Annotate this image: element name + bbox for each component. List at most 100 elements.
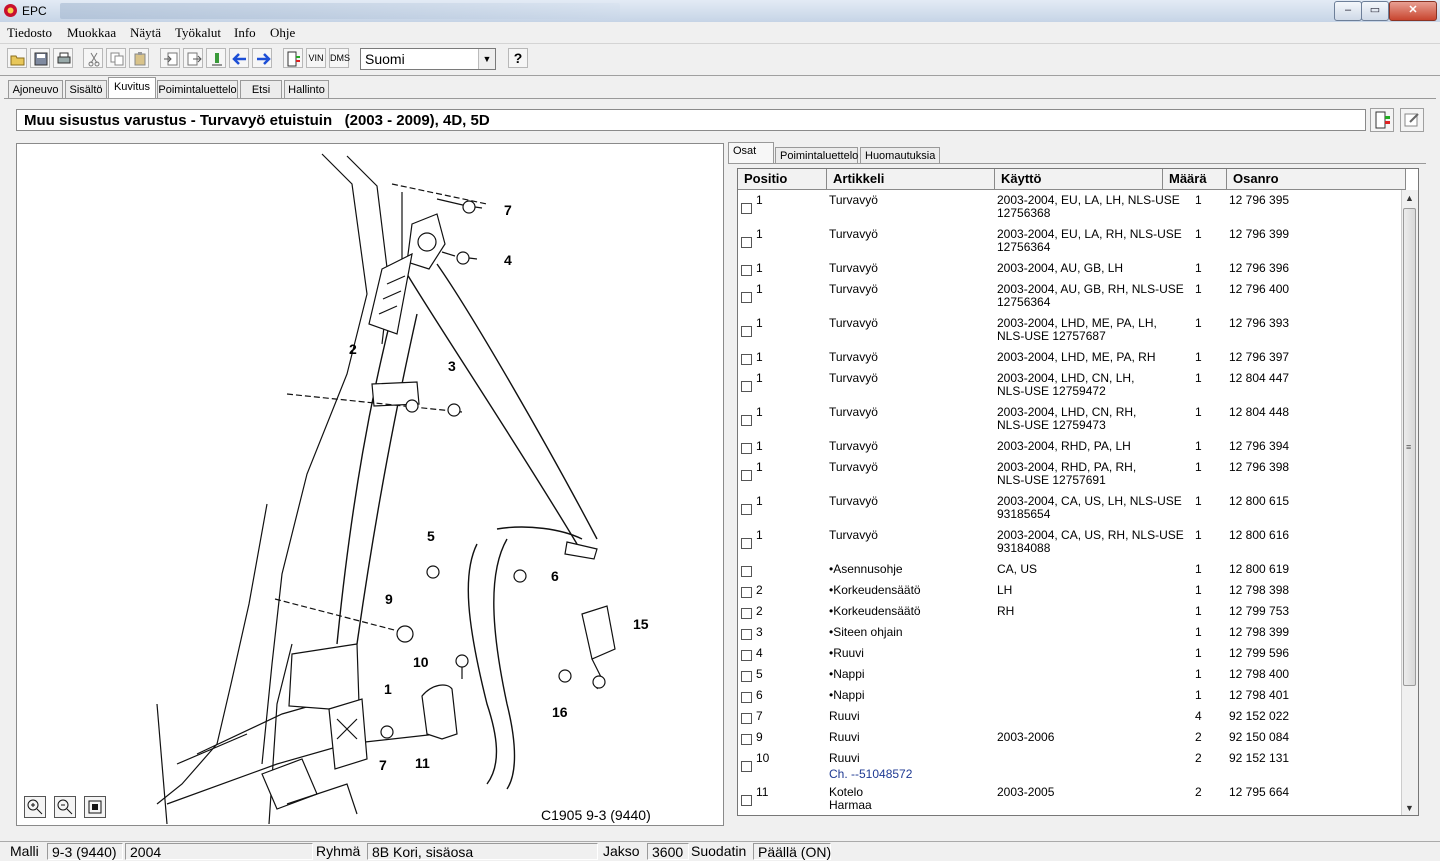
callout-label[interactable]: 11 xyxy=(415,755,430,771)
tab-parts[interactable]: Osat xyxy=(728,142,774,164)
tab-parts-picklist[interactable]: Poimintaluettelo xyxy=(775,147,858,164)
callout-label[interactable]: 5 xyxy=(427,528,435,544)
picklist-add-button[interactable] xyxy=(283,48,303,68)
row-checkbox[interactable] xyxy=(741,326,752,337)
scroll-down-icon[interactable]: ▼ xyxy=(1405,803,1414,813)
zoom-in-button[interactable] xyxy=(24,796,46,818)
menu-info[interactable]: Info xyxy=(234,25,256,40)
row-checkbox[interactable] xyxy=(741,761,752,772)
copy-button[interactable] xyxy=(106,48,126,68)
row-checkbox[interactable] xyxy=(741,795,752,806)
tab-contents[interactable]: Sisältö xyxy=(65,80,107,98)
col-quantity[interactable]: Määrä xyxy=(1163,169,1227,189)
row-checkbox[interactable] xyxy=(741,504,752,515)
row-checkbox[interactable] xyxy=(741,538,752,549)
row-checkbox[interactable] xyxy=(741,354,752,365)
fit-to-window-button[interactable] xyxy=(84,796,106,818)
row-checkbox[interactable] xyxy=(741,587,752,598)
import-button[interactable] xyxy=(160,48,180,68)
row-checkbox[interactable] xyxy=(741,203,752,214)
illustration-panel[interactable]: 7 4 2 3 5 6 9 15 10 1 16 7 11 C1905 9-3 … xyxy=(16,143,724,826)
callout-label[interactable]: 9 xyxy=(385,591,393,607)
zoom-out-button[interactable] xyxy=(54,796,76,818)
chevron-down-icon[interactable]: ▼ xyxy=(478,49,495,69)
callout-label[interactable]: 16 xyxy=(552,704,568,720)
maximize-button[interactable]: ▭ xyxy=(1361,1,1389,21)
row-checkbox[interactable] xyxy=(741,608,752,619)
row-checkbox[interactable] xyxy=(741,415,752,426)
back-button[interactable] xyxy=(229,48,249,68)
tab-search[interactable]: Etsi xyxy=(240,80,282,98)
col-part-number[interactable]: Osanro xyxy=(1227,169,1406,189)
col-position[interactable]: Positio xyxy=(738,169,827,189)
row-checkbox[interactable] xyxy=(741,566,752,577)
col-article[interactable]: Artikkeli xyxy=(827,169,995,189)
close-button[interactable]: ✕ xyxy=(1389,1,1437,21)
tab-notes[interactable]: Huomautuksia xyxy=(860,147,940,164)
col-usage[interactable]: Käyttö xyxy=(995,169,1163,189)
scrollbar-thumb[interactable] xyxy=(1403,208,1416,686)
callout-label[interactable]: 6 xyxy=(551,568,559,584)
row-checkbox[interactable] xyxy=(741,292,752,303)
dms-button[interactable]: DMS xyxy=(329,48,350,68)
open-button[interactable] xyxy=(7,48,27,68)
row-checkbox[interactable] xyxy=(741,470,752,481)
callout-label[interactable]: 7 xyxy=(504,202,512,218)
language-select[interactable]: Suomi ▼ xyxy=(360,48,496,70)
tab-illustration[interactable]: Kuvitus xyxy=(108,77,156,99)
forward-button[interactable] xyxy=(252,48,272,68)
callout-label[interactable]: 1 xyxy=(384,681,392,697)
menu-tools[interactable]: Työkalut xyxy=(175,25,222,40)
row-checkbox[interactable] xyxy=(741,629,752,640)
add-to-picklist-button[interactable] xyxy=(1370,108,1394,132)
notes-button[interactable] xyxy=(1400,108,1424,132)
print-button[interactable] xyxy=(53,48,73,68)
row-checkbox[interactable] xyxy=(741,237,752,248)
save-button[interactable] xyxy=(30,48,50,68)
row-checkbox[interactable] xyxy=(741,443,752,454)
help-button[interactable]: ? xyxy=(508,48,528,68)
tab-admin[interactable]: Hallinto xyxy=(284,80,329,98)
callout-label[interactable]: 2 xyxy=(349,341,357,357)
menu-file[interactable]: Tiedosto xyxy=(7,25,53,40)
row-article-note[interactable]: Ch. --51048572 xyxy=(829,767,913,781)
row-checkbox[interactable] xyxy=(741,692,752,703)
vin-button[interactable]: VIN xyxy=(306,48,326,68)
menu-view[interactable]: Näytä xyxy=(130,25,162,40)
callout-label[interactable]: 10 xyxy=(413,654,429,670)
scroll-up-icon[interactable]: ▲ xyxy=(1405,193,1414,203)
paste-button[interactable] xyxy=(129,48,149,68)
callout-label[interactable]: 7 xyxy=(379,757,387,773)
row-checkbox[interactable] xyxy=(741,713,752,724)
vertical-scrollbar[interactable]: ▲ ≡ ▼ xyxy=(1401,190,1418,815)
tab-vehicle[interactable]: Ajoneuvo xyxy=(8,80,63,98)
callout-label[interactable]: 4 xyxy=(504,252,512,268)
cut-button[interactable] xyxy=(83,48,103,68)
bookmark-button[interactable] xyxy=(206,48,226,68)
menu-edit[interactable]: Muokkaa xyxy=(67,25,117,40)
minimize-button[interactable]: – xyxy=(1334,1,1362,21)
callout-label[interactable]: 15 xyxy=(633,616,649,632)
row-checkbox[interactable] xyxy=(741,265,752,276)
